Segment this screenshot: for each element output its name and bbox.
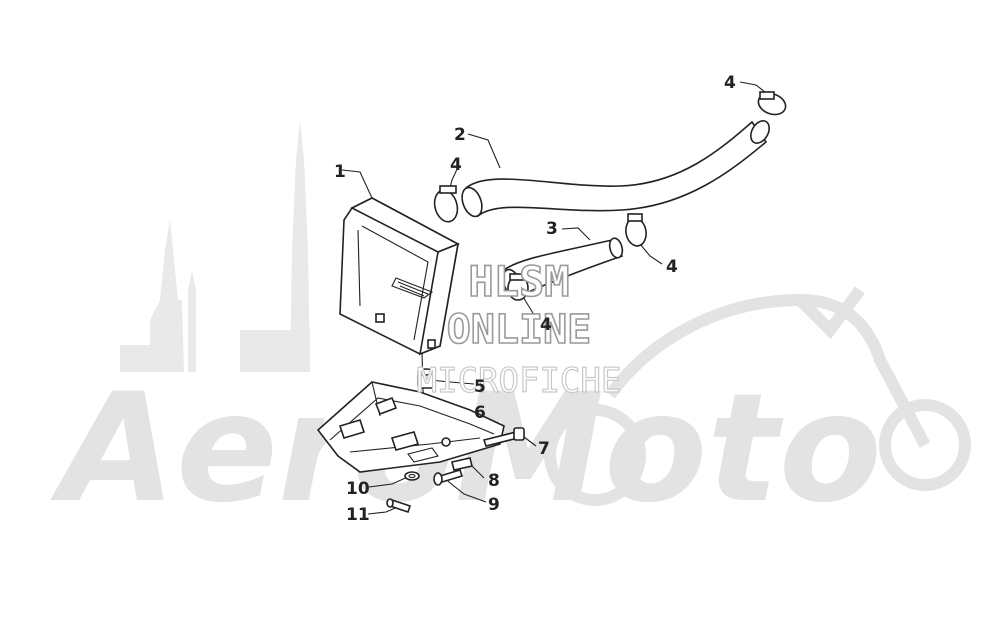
spacer-icon — [451, 457, 473, 471]
pin-icon — [386, 498, 412, 514]
callout-4: 4 — [450, 155, 462, 175]
watermark-hlsm: HLSM ONLINE MICROFICHE — [416, 256, 622, 401]
callout-8: 8 — [488, 471, 500, 491]
clamp-icon — [433, 185, 459, 223]
callout-4: 4 — [666, 257, 678, 277]
grommet-icon — [417, 368, 435, 389]
watermark-line3: MICROFICHE — [417, 361, 622, 401]
clamp-icon — [507, 273, 529, 301]
mounting-bracket — [316, 381, 505, 473]
callout-5: 5 — [474, 377, 486, 397]
callout-7: 7 — [538, 439, 550, 459]
muffler — [339, 197, 460, 356]
clamp-icon — [625, 213, 647, 247]
callout-6: 6 — [474, 403, 486, 423]
callout-4: 4 — [540, 315, 552, 335]
callout-3: 3 — [546, 219, 558, 239]
callout-10: 10 — [346, 479, 370, 499]
watermark-skyline — [120, 120, 310, 372]
callout-1: 1 — [334, 162, 346, 182]
clamp-icon — [757, 91, 787, 116]
callout-4: 4 — [724, 73, 736, 93]
callout-labels: 1 2 3 4 4 4 4 5 6 7 8 9 10 11 — [334, 73, 736, 525]
washer-icon — [404, 471, 420, 481]
callout-11: 11 — [346, 505, 370, 525]
exhaust-pipe-upper — [461, 120, 770, 218]
watermark-line2: ONLINE — [447, 307, 592, 353]
watermark-line1: HLSM — [468, 257, 569, 306]
callout-9: 9 — [488, 495, 500, 515]
screw-icon — [433, 469, 464, 486]
muffler-vent-icon — [391, 277, 434, 299]
watermark-motorcycle — [544, 286, 971, 506]
bolt-icon — [482, 427, 525, 447]
callout-2: 2 — [454, 125, 466, 145]
